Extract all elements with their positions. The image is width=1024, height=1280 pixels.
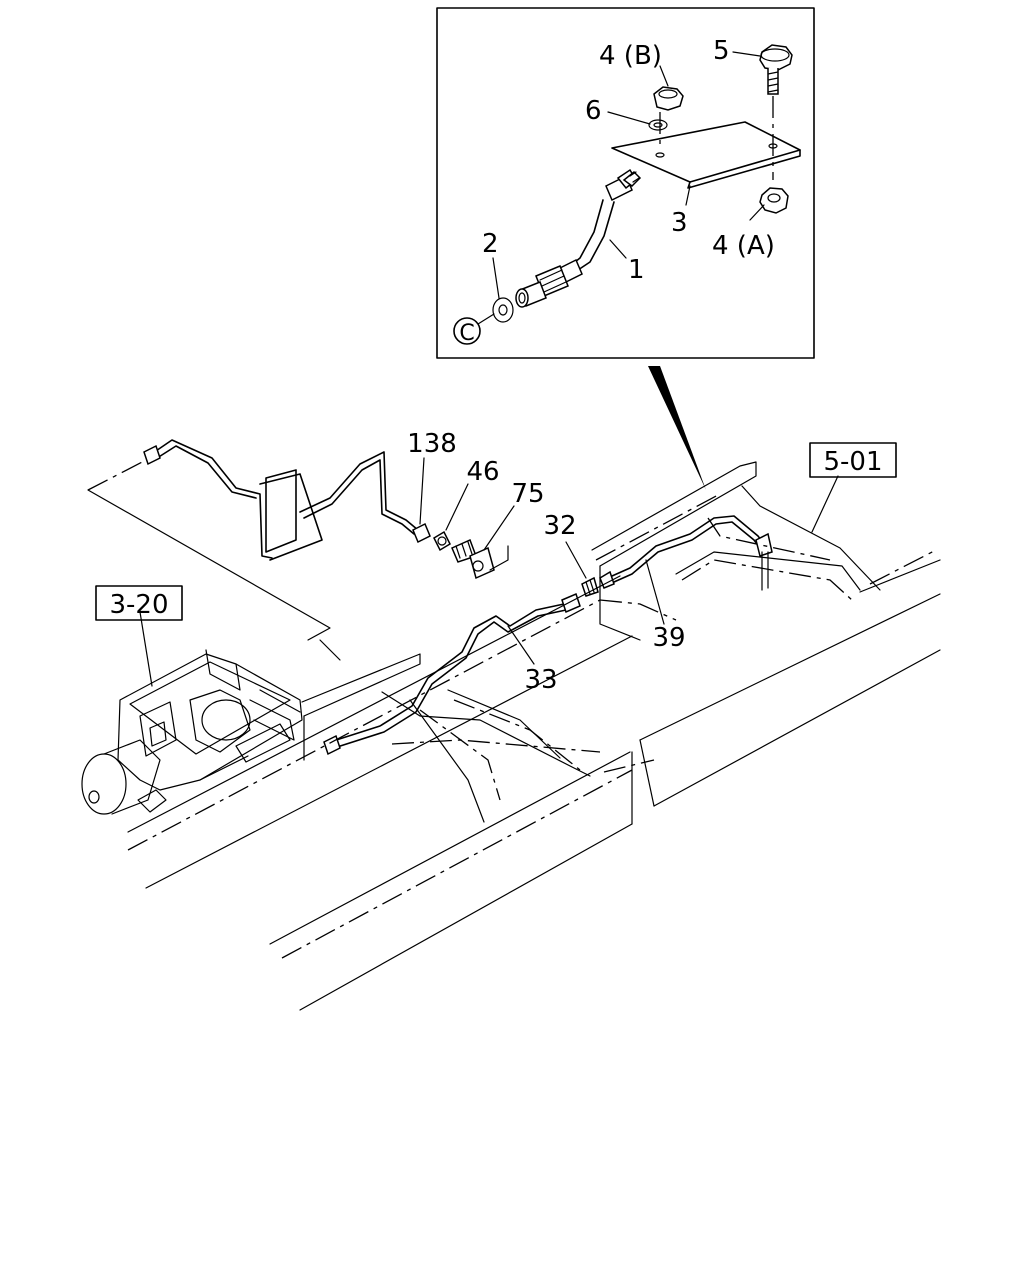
nut-part-4b bbox=[653, 86, 684, 111]
callout-75: 75 bbox=[511, 479, 544, 509]
washer-part-2 bbox=[492, 297, 514, 323]
ref-box-3-20: 3-20 bbox=[95, 585, 183, 621]
callout-3: 3 bbox=[671, 208, 688, 238]
pipe-part-138 bbox=[143, 439, 431, 561]
callout-33: 33 bbox=[524, 665, 557, 695]
nut-part-4a bbox=[759, 187, 789, 214]
washer-part-6 bbox=[648, 112, 668, 148]
frame-right-rail bbox=[591, 461, 941, 807]
fitting-part-46 bbox=[433, 530, 451, 552]
ref-box-5-01: 5-01 bbox=[809, 442, 897, 478]
callout-1: 1 bbox=[628, 255, 645, 285]
detail-pointer bbox=[648, 366, 706, 490]
callout-c: C bbox=[453, 317, 481, 346]
chassis-rails bbox=[127, 575, 633, 1011]
callout-39: 39 bbox=[652, 623, 685, 653]
callout-4b: 4 (B) bbox=[599, 41, 662, 71]
reference-plane bbox=[87, 457, 331, 641]
crossmember-assembly bbox=[81, 649, 303, 815]
callout-138: 138 bbox=[407, 429, 457, 459]
fitting-part-75 bbox=[451, 538, 509, 580]
callout-4a: 4 (A) bbox=[712, 231, 775, 261]
callout-5: 5 bbox=[713, 36, 730, 66]
bolt-part-5 bbox=[759, 44, 793, 180]
callout-6: 6 bbox=[585, 96, 602, 126]
hose-part-1 bbox=[515, 168, 642, 308]
svg-text:3-20: 3-20 bbox=[109, 590, 168, 620]
fitting-part-32 bbox=[581, 576, 599, 597]
inset-leader-lines bbox=[477, 51, 765, 325]
svg-text:5-01: 5-01 bbox=[823, 447, 882, 477]
main-leader-lines bbox=[139, 457, 839, 687]
inset-frame bbox=[436, 7, 815, 359]
pipe-part-33 bbox=[323, 592, 581, 756]
callout-46: 46 bbox=[466, 457, 499, 487]
pipe-part-39 bbox=[599, 515, 773, 591]
svg-text:C: C bbox=[459, 321, 474, 346]
callout-32: 32 bbox=[543, 511, 576, 541]
detail-inset: 4 (B) 5 6 3 4 (A) 2 1 C bbox=[436, 7, 815, 359]
callout-2: 2 bbox=[482, 229, 499, 259]
